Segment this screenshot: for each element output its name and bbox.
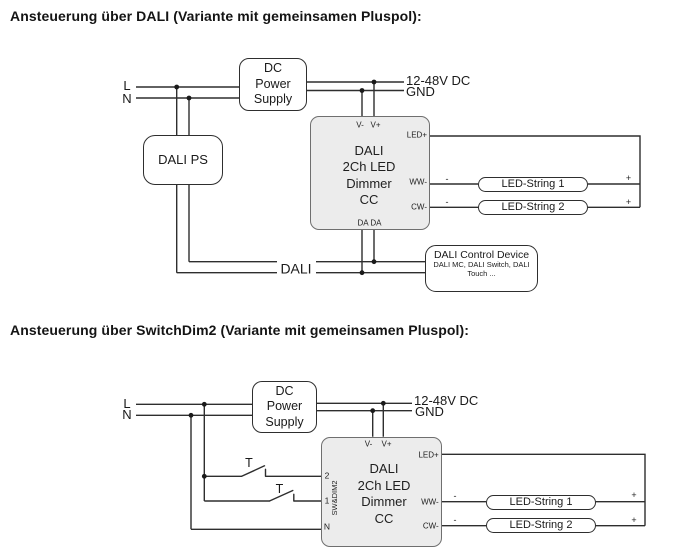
minus-sign-cw-sd: -: [453, 515, 457, 526]
push-button-2-blade: [268, 489, 295, 502]
junction-dot: [380, 400, 386, 406]
dali-control-device-box: DALI Control Device DALI MC, DALI Switch…: [425, 245, 538, 292]
plus-sign-ww-dali: +: [625, 173, 632, 184]
push-button-blades: [241, 465, 295, 502]
l-conductor-label-sd: L: [123, 395, 131, 411]
led-string-2-label-dali: LED-String 2: [501, 200, 565, 213]
cw-terminal-sd: CW-: [422, 521, 439, 531]
wires-switchdim2-diagram: [136, 402, 646, 530]
section-title-dali: Ansteuerung über DALI (Variante mit geme…: [10, 8, 422, 24]
wires-dali-diagram: [136, 81, 641, 274]
wire-switch-rows: [204, 475, 321, 502]
minus-sign-cw-dali: -: [445, 197, 449, 208]
push-button-2-label: T: [275, 481, 284, 496]
supply-voltage-label-dali: 12-48V DC: [406, 72, 471, 88]
wire-led-plus-bottom: [441, 453, 646, 526]
wire-supply-output-bottom: [317, 402, 412, 412]
control-device-line2: DALI MC, DALI Switch, DALI: [433, 260, 530, 269]
plus-sign-cw-sd: +: [631, 514, 637, 525]
cw-terminal-dali: CW-: [411, 202, 427, 212]
control-device-title: DALI Control Device: [433, 249, 530, 261]
wire-switch-feeders: [190, 404, 321, 530]
junction-dot: [370, 408, 376, 414]
junction-dot: [201, 401, 207, 407]
push-button-1-blade: [241, 465, 267, 477]
dali-ps-label: DALI PS: [158, 152, 208, 168]
gnd-label-dali: GND: [406, 83, 435, 99]
junction-dot: [359, 270, 365, 276]
junction-dot: [359, 88, 365, 93]
plus-sign-ww-sd: +: [631, 490, 637, 501]
push-button-1-label: T: [245, 456, 253, 471]
terminal-1-label: 1: [324, 495, 330, 506]
v-minus-terminal-dali: V-: [356, 120, 364, 130]
terminal-2-label: 2: [324, 470, 330, 481]
dc-power-supply-box-dali: DC Power Supply: [239, 58, 307, 111]
dali-ps-box: DALI PS: [143, 135, 223, 185]
supply-voltage-label-sd: 12-48V DC: [414, 392, 479, 408]
junction-dots: [174, 79, 386, 479]
ww-terminal-sd: WW-: [421, 497, 439, 507]
sw-dim2-group-label: SW&DIM2: [329, 480, 339, 516]
wire-dali-bus: [176, 261, 425, 274]
led-string-2-box-dali: LED-String 2: [478, 200, 588, 215]
junction-dot: [174, 84, 180, 90]
dc-power-supply-box-sd: DC Power Supply: [252, 381, 317, 433]
v-plus-terminal-dali: V+: [370, 120, 381, 130]
junction-dot: [371, 79, 377, 85]
led-string-1-label-sd: LED-String 1: [509, 495, 573, 508]
led-string-1-label-dali: LED-String 1: [501, 177, 565, 190]
led-string-2-label-sd: LED-String 2: [509, 518, 573, 531]
wire-supply-to-dimmer-top: [361, 82, 375, 116]
dc-power-supply-label-dali: DC Power Supply: [253, 61, 293, 107]
led-plus-terminal-sd: LED+: [418, 450, 439, 460]
wire-supply-to-dimmer-bottom: [372, 403, 384, 437]
control-device-line3: Touch ...: [467, 268, 496, 278]
wire-l-n-bottom: [136, 403, 252, 416]
led-string-1-box-dali: LED-String 1: [478, 176, 588, 192]
minus-sign-ww-sd: -: [453, 491, 457, 502]
dali-bus-label: DALI: [280, 259, 312, 276]
wire-to-dali-ps: [176, 87, 190, 135]
led-string-1-box-sd: LED-String 1: [486, 494, 596, 510]
wire-dali-ps-to-bus: [176, 185, 190, 273]
led-plus-terminal-dali: LED+: [406, 130, 427, 140]
dc-power-supply-label-sd: DC Power Supply: [265, 383, 304, 429]
plus-sign-cw-dali: +: [625, 196, 632, 207]
gnd-label-sd: GND: [415, 403, 444, 419]
v-minus-terminal-sd: V-: [364, 439, 373, 449]
wire-supply-output-top: [307, 81, 404, 92]
l-conductor-label-dali: L: [123, 77, 131, 93]
da-terminals-dali: DA DA: [357, 218, 382, 228]
junction-dot: [186, 95, 192, 101]
led-string-2-box-sd: LED-String 2: [486, 518, 596, 533]
ww-terminal-dali: WW-: [409, 177, 427, 187]
terminal-n-label: N: [323, 521, 331, 532]
v-plus-terminal-sd: V+: [381, 439, 392, 449]
minus-sign-ww-dali: -: [445, 173, 449, 184]
junction-dot: [188, 412, 194, 418]
junction-dot: [201, 473, 207, 479]
n-conductor-label-dali: N: [122, 90, 132, 106]
wire-da-terminals: [361, 230, 375, 273]
dimmer-name-sd: DALI 2Ch LED Dimmer CC: [357, 461, 411, 526]
dimmer-box-sd: V- V+ LED+ WW- CW- 2 1 N SW&DIM2 DALI 2C…: [321, 436, 442, 547]
dimmer-box-dali: V- V+ LED+ WW- CW- DA DA DALI 2Ch LED Di…: [310, 116, 430, 230]
section-title-switchdim2: Ansteuerung über SwitchDim2 (Variante mi…: [10, 322, 470, 338]
n-conductor-label-sd: N: [122, 406, 132, 422]
wire-led-plus-top: [430, 135, 641, 208]
dimmer-name-dali: DALI 2Ch LED Dimmer CC: [342, 142, 396, 208]
junction-dot: [371, 259, 377, 265]
